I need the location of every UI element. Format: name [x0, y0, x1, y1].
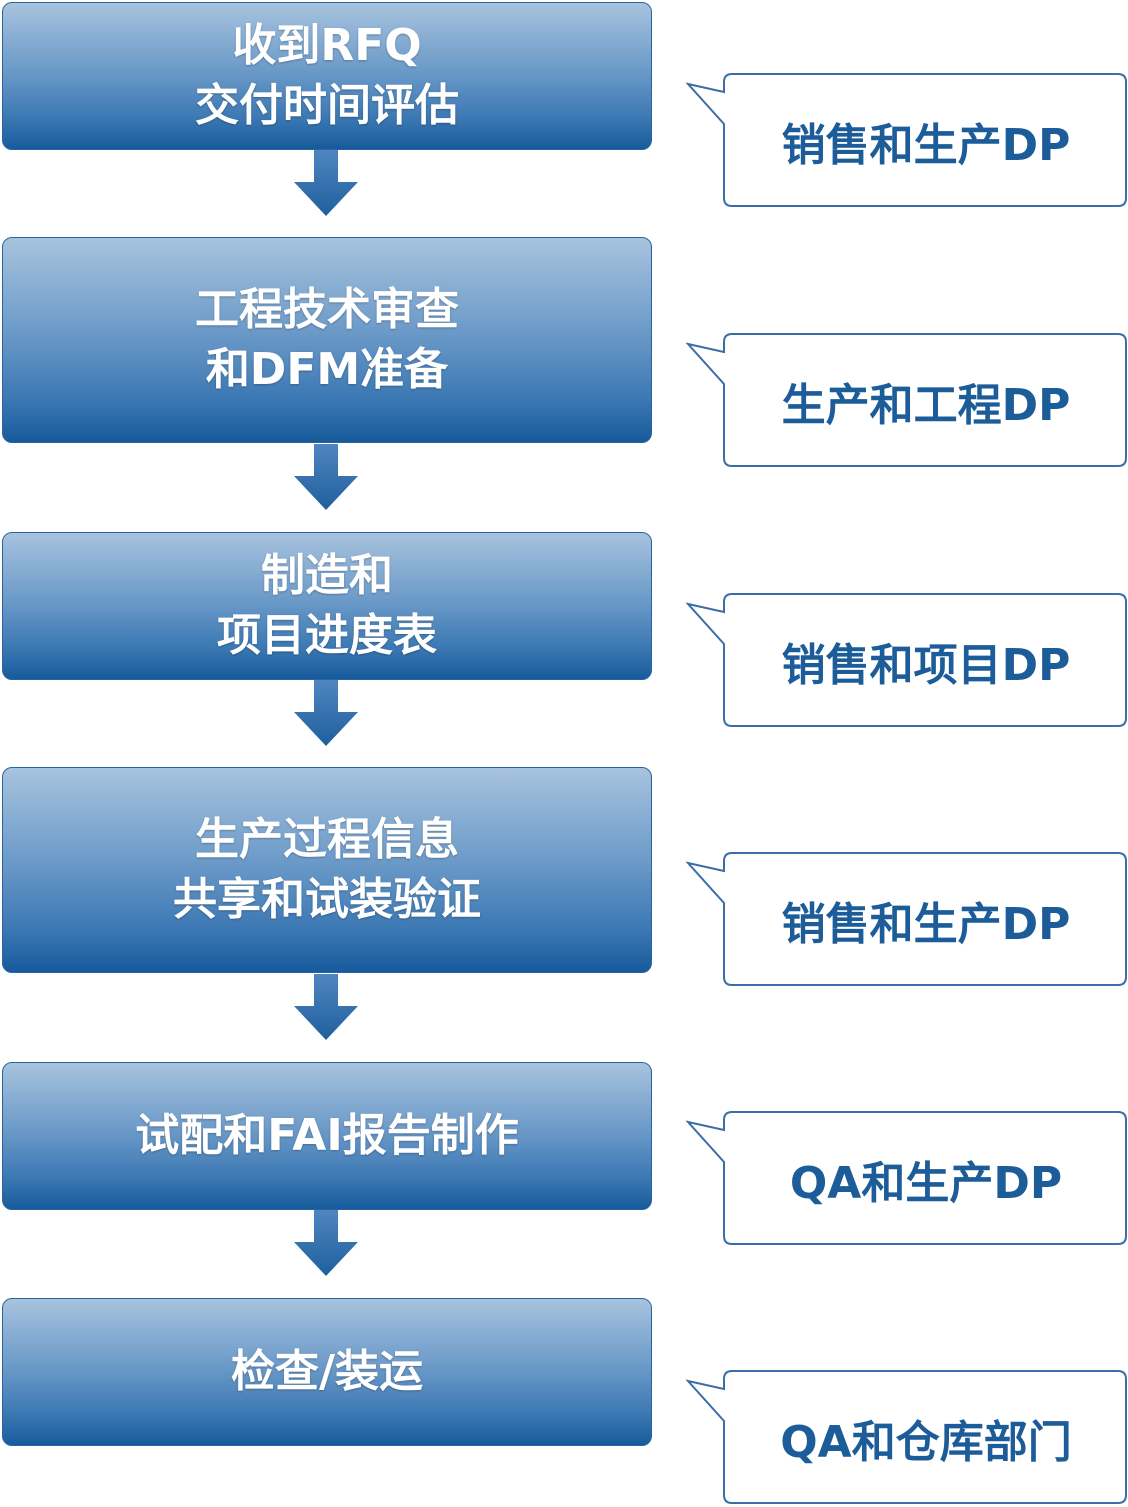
responsible-label: QA和仓库部门 — [780, 1417, 1072, 1468]
responsible-callout: 销售和项目DP — [686, 592, 1128, 730]
step-production-line1: 生产过程信息 — [195, 814, 459, 865]
step-rfq-box: 收到RFQ 交付时间评估 — [2, 2, 652, 150]
step-engineering-line2: 和DFM准备 — [205, 344, 449, 395]
down-arrow-icon — [294, 444, 358, 510]
step-schedule-line1: 制造和 — [261, 550, 393, 601]
responsible-label: 生产和工程DP — [781, 380, 1071, 431]
responsible-callout: QA和仓库部门 — [686, 1369, 1128, 1507]
responsible-callout: QA和生产DP — [686, 1110, 1128, 1248]
step-engineering-line1: 工程技术审查 — [195, 284, 459, 335]
step-rfq-line2: 交付时间评估 — [195, 80, 459, 131]
responsible-label: 销售和生产DP — [781, 120, 1071, 171]
down-arrow-icon — [294, 1210, 358, 1276]
step-fai-line1: 试配和FAI报告制作 — [135, 1110, 519, 1161]
step-schedule-line2: 项目进度表 — [217, 610, 437, 661]
responsible-callout: 生产和工程DP — [686, 332, 1128, 470]
down-arrow-icon — [294, 150, 358, 216]
step-schedule-box: 制造和 项目进度表 — [2, 532, 652, 680]
down-arrow-icon — [294, 974, 358, 1040]
step-engineering-box: 工程技术审查 和DFM准备 — [2, 237, 652, 443]
responsible-label: 销售和生产DP — [781, 899, 1071, 950]
responsible-label: 销售和项目DP — [781, 640, 1071, 691]
step-shipping-box: 检查/装运 — [2, 1298, 652, 1446]
responsible-callout: 销售和生产DP — [686, 851, 1128, 989]
step-rfq-line1: 收到RFQ — [232, 20, 422, 71]
responsible-label: QA和生产DP — [789, 1158, 1063, 1209]
step-production-line2: 共享和试装验证 — [173, 874, 481, 925]
step-production-box: 生产过程信息 共享和试装验证 — [2, 767, 652, 973]
step-fai-box: 试配和FAI报告制作 — [2, 1062, 652, 1210]
down-arrow-icon — [294, 680, 358, 746]
step-shipping-line1: 检查/装运 — [230, 1346, 424, 1397]
responsible-callout: 销售和生产DP — [686, 72, 1128, 210]
